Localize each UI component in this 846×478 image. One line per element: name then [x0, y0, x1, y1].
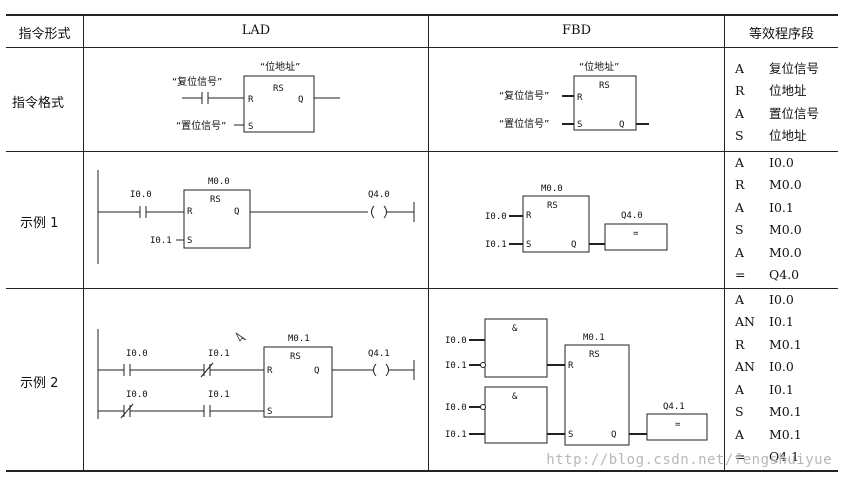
fbd-ex2-s: S	[568, 430, 573, 440]
fbd-ex2-and1: &	[512, 324, 518, 334]
table-top-border	[6, 14, 838, 16]
fbd-ex2-and2: &	[512, 392, 518, 402]
fbd-ex2-out-addr: Q4.1	[663, 402, 685, 412]
fbd-ex1-s-input: I0.1	[485, 240, 507, 250]
fbd-format-reset-signal: “复位信号”	[499, 89, 549, 102]
lad-example2-diagram: I0.0 I0.1 I0.0 I0.1 M0.1 RS R Q S Q4.1	[97, 329, 415, 419]
lad-ex2-r: R	[267, 366, 273, 376]
fbd-example1-diagram: M0.0 RS R S Q I0.0 I0.1 Q4.0 =	[485, 184, 668, 253]
lad-ex2-c4: I0.1	[208, 390, 230, 400]
fbd-ex2-i2: I0.1	[445, 361, 467, 371]
fbd-format-q: Q	[619, 120, 624, 130]
lad-format-diagram: “位地址” RS R Q S “复位信号” “置位信号”	[172, 60, 340, 133]
fbd-ex1-s: S	[526, 240, 531, 250]
lad-ex1-r: R	[187, 207, 193, 217]
col-divider-2	[428, 15, 429, 471]
fbd-ex2-i4: I0.1	[445, 430, 467, 440]
lad-ex2-s: S	[267, 407, 272, 417]
fbd-ex2-block: RS	[589, 350, 600, 360]
lad-ex1-block: RS	[210, 195, 221, 205]
fbd-format-r: R	[577, 93, 583, 103]
fbd-ex2-i1: I0.0	[445, 336, 467, 346]
lad-format-block: RS	[273, 84, 284, 94]
fbd-ex2-q: Q	[611, 430, 616, 440]
fbd-format-s: S	[577, 120, 582, 130]
fbd-ex1-out-addr: Q4.0	[621, 211, 643, 221]
header-fbd: FBD	[562, 23, 591, 38]
lad-ex1-q: Q	[234, 207, 239, 217]
fbd-example2-diagram: & I0.0 I0.1 & I0.0 I0.1 M0.1 RS R S Q Q4…	[445, 318, 708, 446]
row-label-example-2: 示例 2	[20, 376, 59, 391]
lad-ex2-c3: I0.0	[126, 390, 148, 400]
lad-format-reset-signal: “复位信号”	[172, 75, 222, 88]
lad-format-q: Q	[298, 95, 303, 105]
header-equivalent-program: 等效程序段	[748, 27, 814, 42]
fbd-ex1-block: RS	[547, 201, 558, 211]
lad-ex2-block: RS	[290, 352, 301, 362]
header-instruction-form: 指令形式	[18, 27, 71, 42]
header-lad: LAD	[241, 23, 271, 38]
fbd-ex2-i3: I0.0	[445, 403, 467, 413]
lad-format-set-signal: “置位信号”	[176, 119, 226, 132]
lad-ex2-c2: I0.1	[208, 349, 230, 359]
lad-ex2-coil: Q4.1	[368, 349, 390, 359]
fbd-ex1-block-addr: M0.0	[541, 184, 563, 194]
row-label-format: 指令格式	[12, 96, 65, 111]
fbd-ex1-assign: =	[633, 229, 639, 239]
fbd-ex1-r-input: I0.0	[485, 212, 507, 222]
fbd-format-coil-addr: “位地址”	[579, 60, 619, 73]
watermark: http://blog.csdn.net/fengshuiyue	[546, 452, 832, 468]
fbd-ex2-assign: =	[675, 420, 681, 430]
lad-format-r: R	[248, 95, 254, 105]
lad-ex2-block-addr: M0.1	[288, 334, 310, 344]
fbd-ex2-r: R	[568, 361, 574, 371]
lad-format-coil-addr: “位地址”	[260, 60, 300, 73]
fbd-ex1-q: Q	[571, 240, 576, 250]
lad-ex1-s: S	[187, 236, 192, 246]
stl-line: =Q4.1	[735, 449, 800, 464]
fbd-ex2-block-addr: M0.1	[583, 333, 605, 343]
col-divider-1	[83, 15, 84, 471]
lad-format-s: S	[248, 122, 253, 132]
col-divider-3	[724, 15, 725, 471]
lad-ex1-block-addr: M0.0	[208, 177, 230, 187]
table-bottom-border	[6, 470, 838, 472]
lad-ex2-c1: I0.0	[126, 349, 148, 359]
fbd-ex1-r: R	[526, 211, 532, 221]
stl-line: =Q4.0	[735, 267, 800, 282]
fbd-format-block: RS	[599, 81, 610, 91]
lad-ex1-s-input: I0.1	[150, 236, 172, 246]
lad-ex1-coil: Q4.0	[368, 190, 390, 200]
lad-ex2-q: Q	[314, 366, 319, 376]
lad-ex1-contact: I0.0	[130, 190, 152, 200]
lad-example1-diagram: I0.0 M0.0 RS R Q S I0.1 Q4.0	[97, 170, 415, 264]
row2-bottom-border	[6, 288, 838, 289]
fbd-format-diagram: “位地址” RS R S Q “复位信号” “置位信号”	[499, 60, 649, 131]
fbd-format-set-signal: “置位信号”	[499, 117, 549, 130]
row-label-example-1: 示例 1	[20, 216, 59, 231]
row1-bottom-border	[6, 151, 838, 152]
header-bottom-border	[6, 47, 838, 48]
